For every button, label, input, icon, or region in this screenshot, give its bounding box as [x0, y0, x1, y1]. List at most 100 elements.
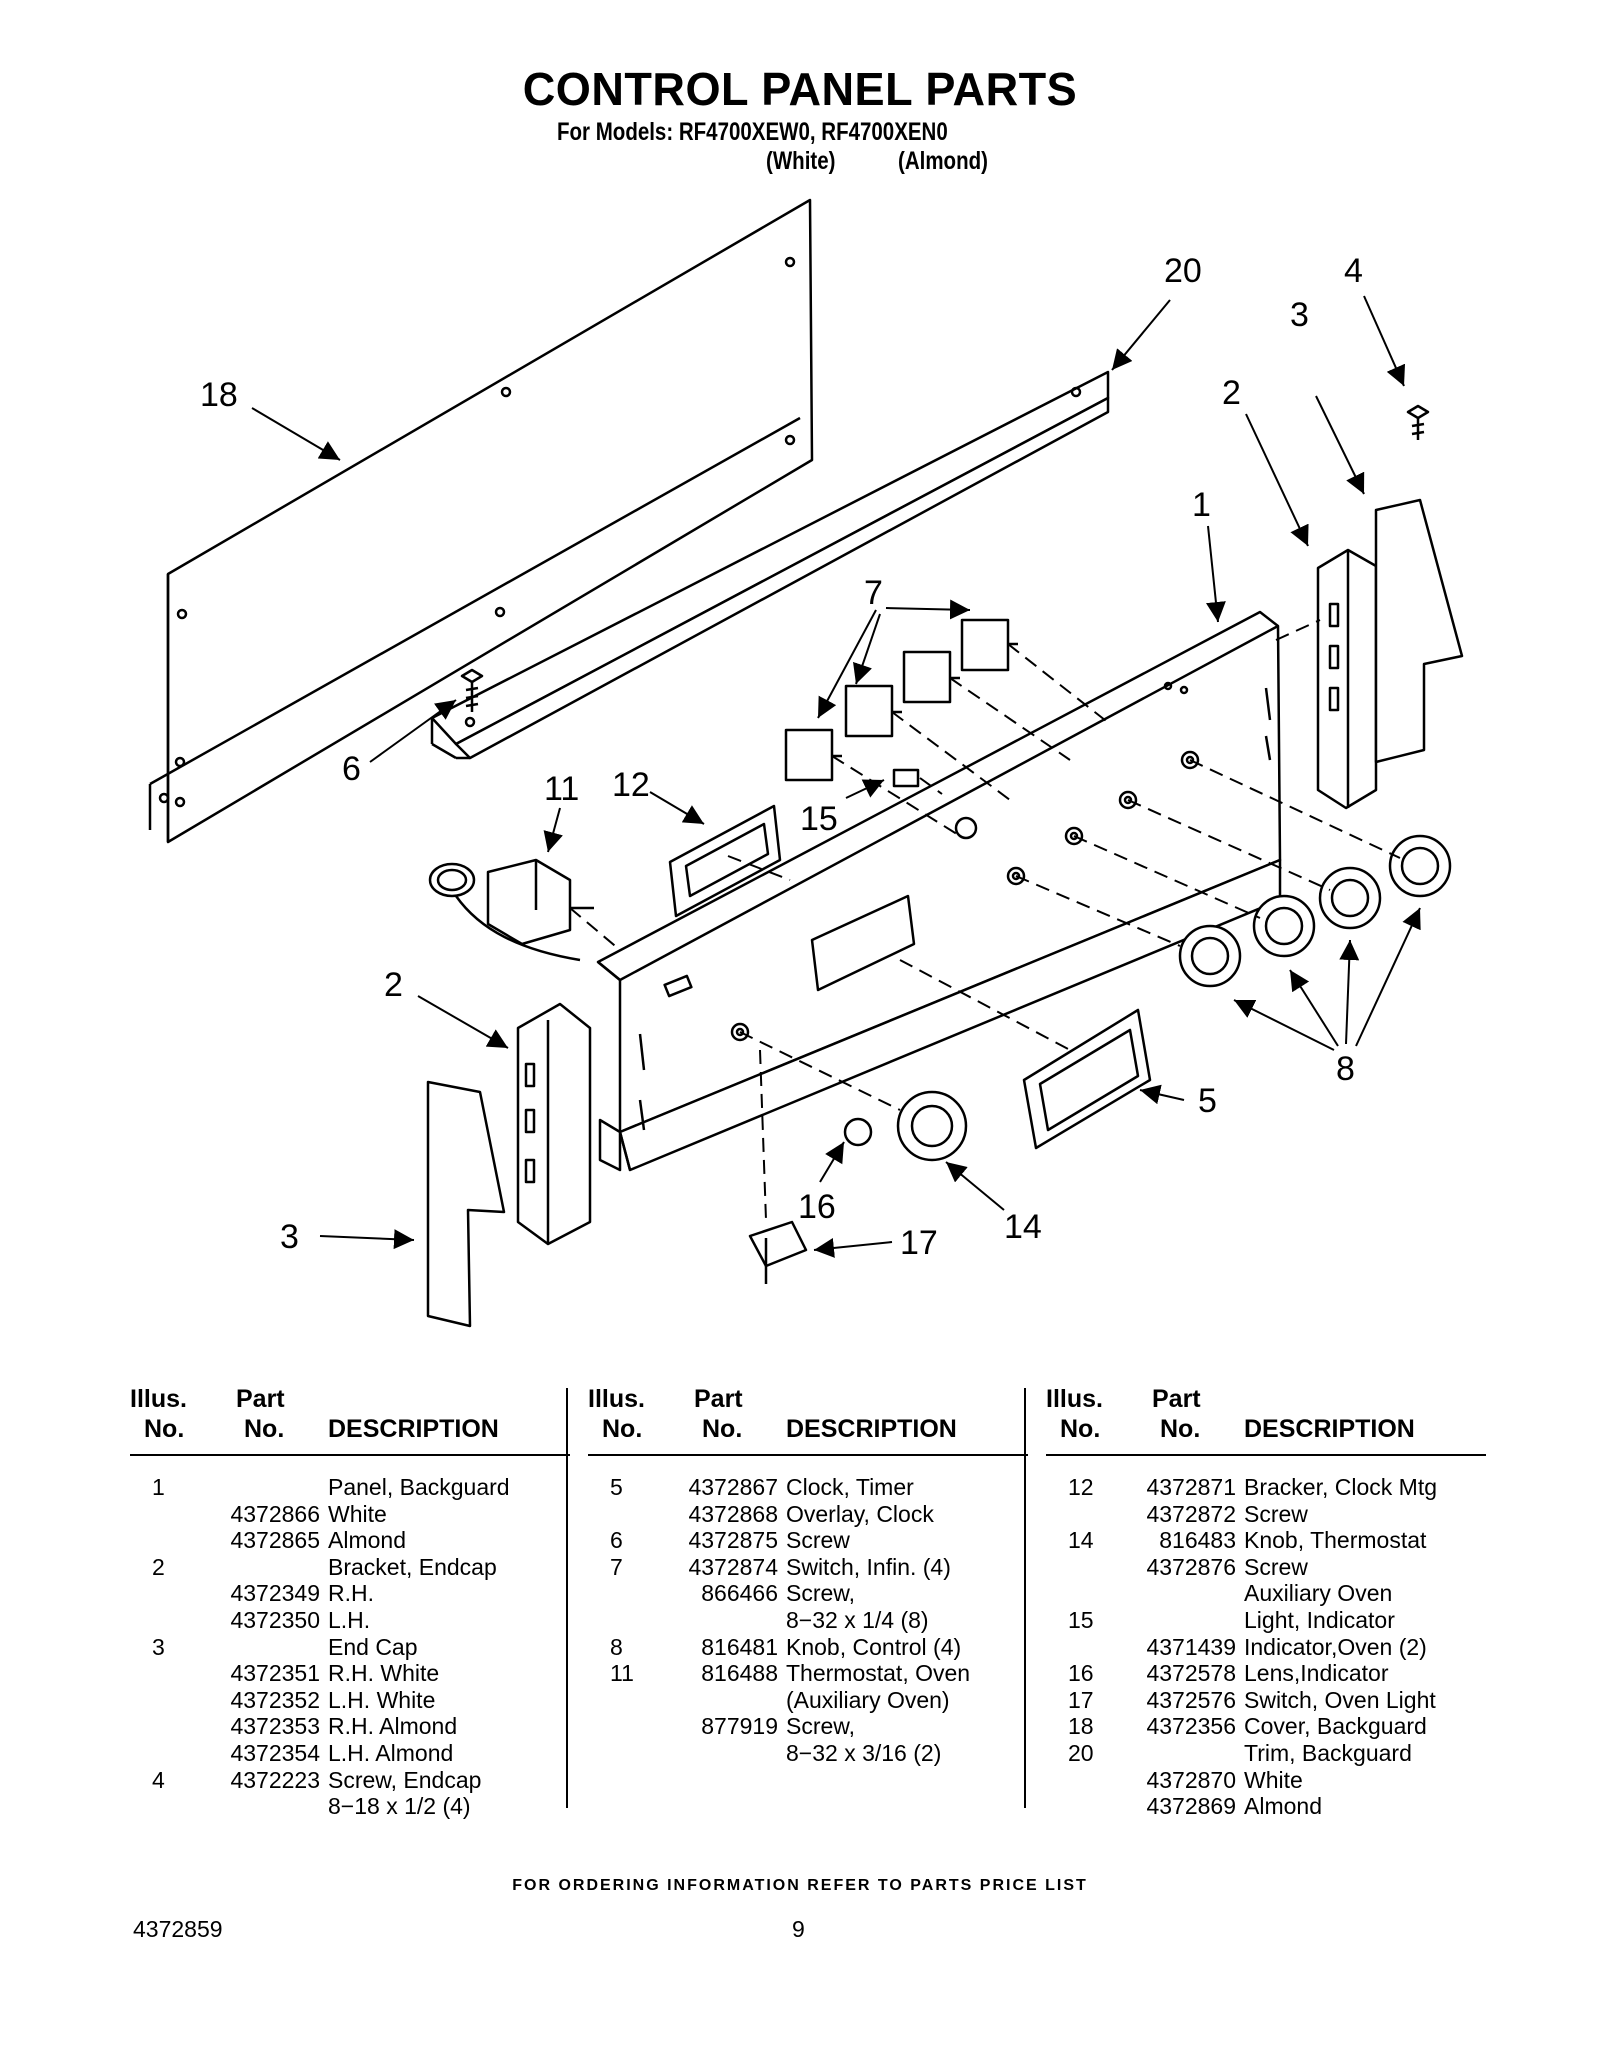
table-header: Illus. No. Part No. DESCRIPTION: [1046, 1386, 1486, 1450]
illus-no-cell: 20: [1068, 1739, 1094, 1766]
table-row: 14 816483 Knob, Thermostat: [1046, 1527, 1486, 1554]
table-row: 4372872 Screw: [1046, 1501, 1486, 1528]
models-subtitle: For Models: RF4700XEW0, RF4700XEN0: [557, 118, 948, 146]
document-number: 4372859: [133, 1916, 223, 1942]
table-row: 18 4372356 Cover, Backguard: [1046, 1713, 1486, 1740]
description-cell: R.H. White: [328, 1660, 440, 1687]
description-cell: Knob, Thermostat: [1244, 1527, 1427, 1554]
description-cell: Clock, Timer: [786, 1474, 914, 1500]
header-part-no: No.: [1160, 1415, 1201, 1443]
callout-2-top: 2: [1222, 374, 1241, 412]
part-no-cell: 816483: [1159, 1527, 1236, 1554]
description-cell: (Auxiliary Oven): [786, 1686, 950, 1713]
part-screw-4: [1406, 404, 1430, 440]
part-no-cell: 877919: [701, 1713, 778, 1740]
illus-no-cell: 1: [152, 1474, 165, 1500]
table-row: 4372351 R.H. White: [130, 1660, 570, 1687]
illus-no-cell: 18: [1068, 1713, 1094, 1740]
part-infinite-switches: [784, 618, 1018, 782]
description-cell: Screw: [1244, 1553, 1308, 1580]
description-cell: Trim, Backguard: [1244, 1739, 1412, 1766]
callout-7: 7: [864, 574, 883, 612]
header-illus-no: No.: [144, 1415, 185, 1443]
table-row: Auxiliary Oven: [1046, 1580, 1486, 1607]
illus-no-cell: 15: [1068, 1606, 1094, 1633]
description-cell: Indicator,Oven (2): [1244, 1633, 1427, 1660]
description-cell: Screw: [1244, 1500, 1308, 1527]
part-no-cell: 4372356: [1146, 1713, 1236, 1740]
illus-no-cell: 6: [610, 1527, 623, 1554]
callout-1: 1: [1192, 486, 1211, 524]
description-cell: Thermostat, Oven: [786, 1660, 971, 1687]
description-cell: Almond: [1244, 1793, 1322, 1820]
callout-5: 5: [1198, 1082, 1217, 1120]
part-no-cell: 4372354: [230, 1739, 320, 1766]
header-description: DESCRIPTION: [328, 1415, 499, 1443]
part-clock-timer: [1022, 1008, 1152, 1150]
part-no-cell: 866466: [701, 1580, 778, 1607]
page-number: 9: [792, 1916, 805, 1942]
page-title: CONTROL PANEL PARTS: [522, 63, 1078, 115]
illus-no-cell: 8: [610, 1633, 623, 1660]
part-no-cell: 4372875: [688, 1527, 778, 1554]
header-illus: Illus.: [130, 1385, 187, 1413]
part-no-cell: 4372870: [1146, 1766, 1236, 1793]
illus-no-cell: 4: [152, 1766, 165, 1793]
part-no-cell: 4372871: [1146, 1474, 1236, 1500]
part-thermostat: [428, 858, 594, 962]
part-end-cap-lh: [426, 1080, 506, 1328]
description-cell: Knob, Control (4): [786, 1633, 962, 1660]
finish-almond-label: (Almond): [898, 147, 988, 175]
description-cell: Auxiliary Oven: [1244, 1580, 1393, 1607]
header-description: DESCRIPTION: [1244, 1415, 1415, 1443]
illus-no-cell: 12: [1068, 1474, 1094, 1500]
part-indicator-light: [892, 768, 920, 788]
description-cell: 8−32 x 3/16 (2): [786, 1739, 942, 1766]
illus-no-cell: 16: [1068, 1660, 1094, 1687]
description-cell: Cover, Backguard: [1244, 1713, 1427, 1740]
header-illus-no: No.: [1060, 1415, 1101, 1443]
exploded-parts-diagram: 18 20 4 3 2 1 7 6 11 12 15 2 8 5 3 16 14…: [148, 198, 1464, 1328]
callout-6: 6: [342, 750, 361, 788]
part-no-cell: 4372223: [230, 1766, 320, 1793]
part-no-cell: 4372872: [1146, 1500, 1236, 1527]
part-no-cell: 4372351: [230, 1660, 320, 1687]
illus-no-cell: 14: [1068, 1527, 1094, 1554]
description-cell: L.H. White: [328, 1686, 436, 1713]
part-backguard-cover: [148, 198, 814, 844]
part-oven-light-switch: [748, 1220, 808, 1284]
callout-11: 11: [544, 770, 579, 808]
finish-white-label: (White): [766, 147, 836, 175]
column-divider-2: [1024, 1388, 1026, 1808]
header-rule: [1046, 1454, 1486, 1456]
table-row: (Auxiliary Oven): [588, 1687, 1028, 1714]
table-row: 8−32 x 3/16 (2): [588, 1740, 1028, 1767]
callout-16: 16: [798, 1188, 836, 1226]
part-no-cell: 4372578: [1146, 1660, 1236, 1687]
table-row: 8−18 x 1/2 (4): [130, 1793, 570, 1820]
callout-17: 17: [900, 1224, 938, 1262]
part-no-cell: 4372868: [688, 1500, 778, 1527]
callout-2-left: 2: [384, 966, 403, 1004]
callout-14: 14: [1004, 1208, 1042, 1246]
description-cell: Switch, Infin. (4): [786, 1553, 951, 1580]
part-no-cell: 4371439: [1146, 1633, 1236, 1660]
callout-8: 8: [1336, 1050, 1355, 1088]
description-cell: R.H. Almond: [328, 1713, 458, 1740]
description-cell: Panel, Backguard: [328, 1474, 510, 1500]
